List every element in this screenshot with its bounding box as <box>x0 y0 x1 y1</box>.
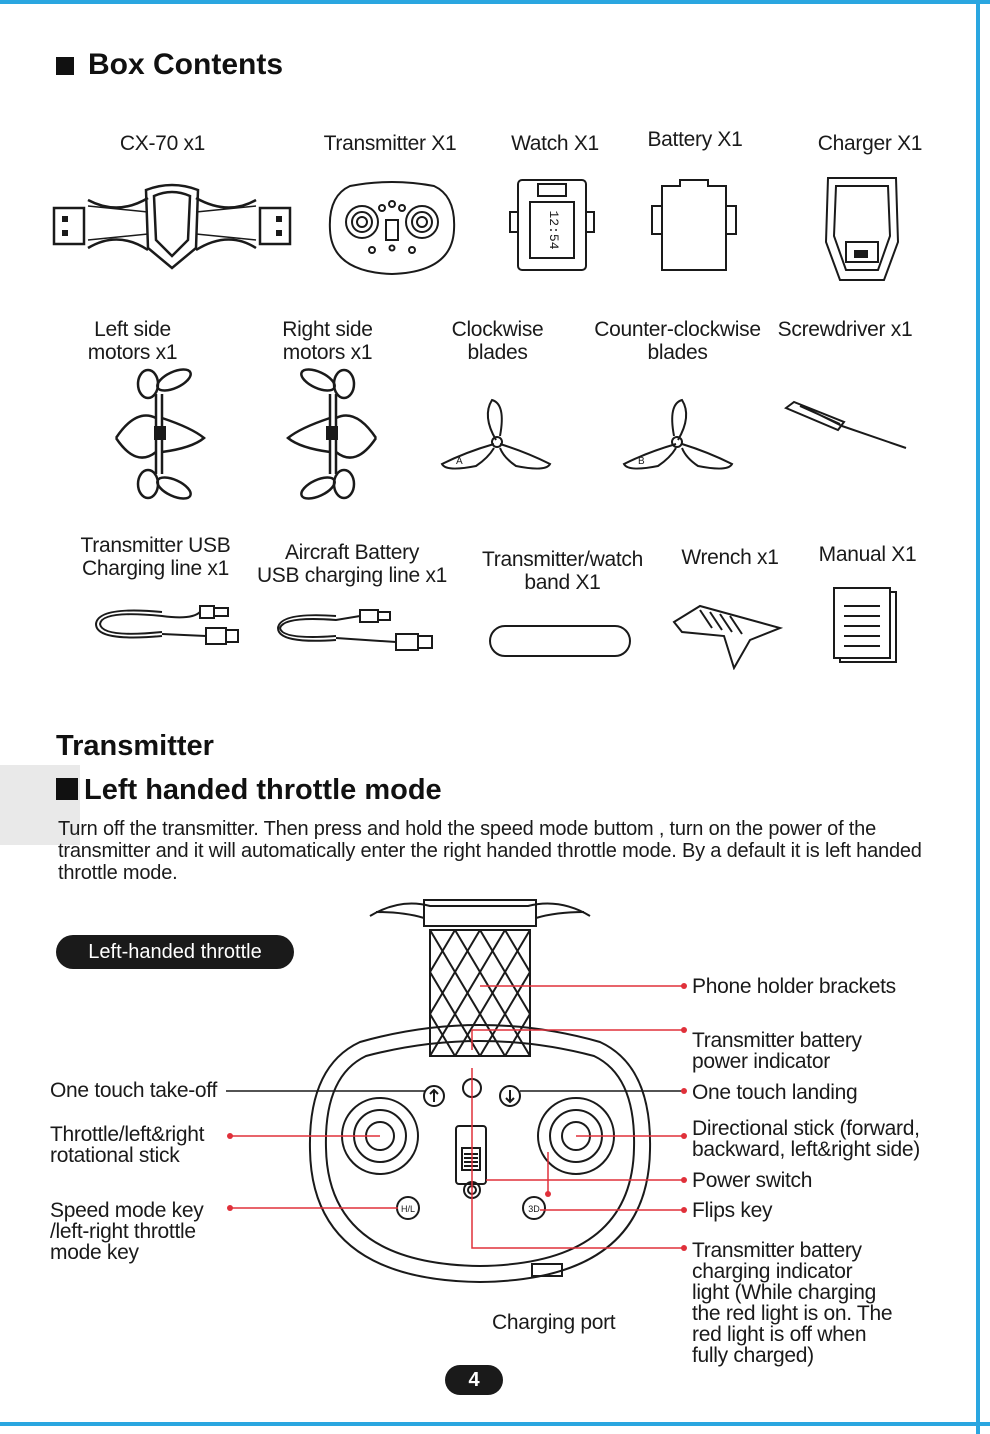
page-frame-bottom <box>0 1422 990 1426</box>
manual-image <box>833 587 897 663</box>
battery-usb-line-image <box>276 609 433 651</box>
callout-one-touch-landing: One touch landing <box>692 1081 858 1104</box>
item-label-wrench: Wrench x1 <box>681 546 779 569</box>
watch-display-text: 12:54 <box>546 210 561 249</box>
item-label-screwdriver: Screwdriver x1 <box>777 318 913 341</box>
transmitter-heading: Transmitter <box>56 730 214 762</box>
charger-image <box>824 177 900 281</box>
callout-power-switch: Power switch <box>692 1169 813 1192</box>
left-handed-throttle-pill: Left-handed throttle <box>56 935 294 969</box>
callout-speed-mode-key: Speed mode key /left-right throttle mode… <box>50 1199 204 1264</box>
callout-charging-indicator: Transmitter battery charging indicator l… <box>692 1239 893 1367</box>
battery-image <box>651 179 737 271</box>
clockwise-blades-image: A <box>440 398 552 470</box>
callout-flips-key: Flips key <box>692 1199 773 1222</box>
instructions-paragraph: Turn off the transmitter. Then press and… <box>58 818 922 884</box>
item-label-battery-usb-line: Aircraft Battery USB charging line x1 <box>256 541 448 587</box>
box-contents-title: Box Contents <box>88 48 283 81</box>
flip-key-label: 3D <box>528 1204 540 1214</box>
page-frame-top <box>0 0 990 4</box>
callout-charging-port: Charging port <box>492 1311 616 1334</box>
item-label-watch: Watch X1 <box>511 132 599 155</box>
square-bullet-icon <box>56 778 78 800</box>
mode-heading-text: Left handed throttle mode <box>84 774 442 806</box>
mode-heading: Left handed throttle mode <box>56 774 442 807</box>
item-label-left-motors: Left side motors x1 <box>87 318 178 364</box>
transmitter-image <box>328 181 456 276</box>
drone-image <box>52 183 292 270</box>
item-label-clockwise-blades: Clockwise blades <box>451 318 544 364</box>
right-motors-image <box>286 368 378 500</box>
controller-diagram: H/L 3D <box>308 899 652 1284</box>
page-number: 4 <box>445 1365 503 1395</box>
speed-key-label: H/L <box>401 1204 415 1214</box>
blade-mark-a: A <box>456 456 463 467</box>
page-frame-right <box>976 0 980 1434</box>
item-label-right-motors: Right side motors x1 <box>282 318 373 364</box>
item-label-counter-clockwise-blades: Counter-clockwise blades <box>594 318 761 364</box>
callout-throttle-stick: Throttle/left&right rotational stick <box>50 1123 205 1167</box>
callout-directional-stick: Directional stick (forward, backward, le… <box>692 1117 920 1161</box>
wrench-image <box>672 604 784 670</box>
item-label-band: Transmitter/watch band X1 <box>482 548 643 594</box>
item-label-drone: CX-70 x1 <box>119 132 206 155</box>
screwdriver-image <box>784 400 907 449</box>
callout-lines <box>226 983 687 1251</box>
counter-clockwise-blades-image: B <box>622 398 734 470</box>
band-image <box>489 625 631 657</box>
transmitter-usb-line-image <box>94 605 239 645</box>
item-label-transmitter-usb-line: Transmitter USB Charging line x1 <box>80 534 231 580</box>
item-label-charger: Charger X1 <box>817 132 923 155</box>
item-label-transmitter: Transmitter X1 <box>323 132 457 155</box>
callout-phone-holder: Phone holder brackets <box>692 975 896 998</box>
callout-one-touch-takeoff: One touch take-off <box>50 1079 217 1102</box>
item-label-battery: Battery X1 <box>647 128 743 151</box>
left-motors-image <box>114 368 206 500</box>
square-bullet-icon <box>56 57 74 75</box>
callout-battery-indicator: Transmitter battery power indicator <box>692 1029 862 1073</box>
watch-image: 12:54 <box>509 179 595 271</box>
blade-mark-b: B <box>638 456 645 467</box>
item-label-manual: Manual X1 <box>818 543 917 566</box>
box-contents-heading: Box Contents <box>56 48 283 82</box>
